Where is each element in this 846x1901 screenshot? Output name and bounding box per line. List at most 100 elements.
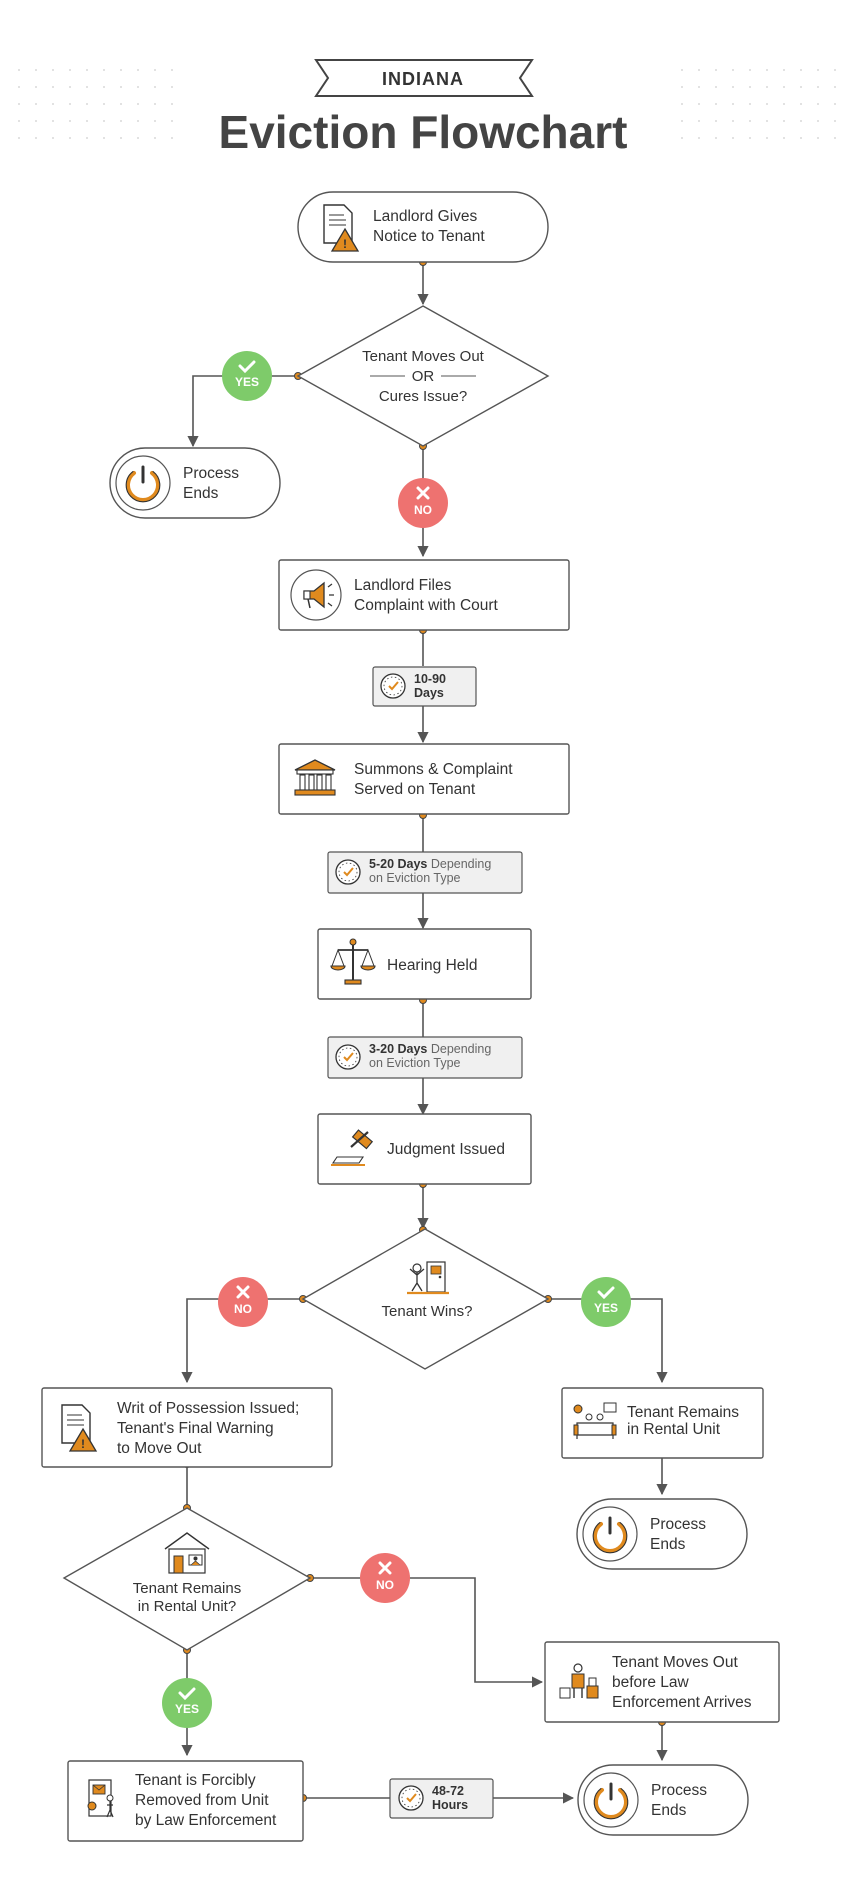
power-icon <box>125 465 161 503</box>
node-process-ends-3: Process Ends <box>577 1764 749 1836</box>
node-text: by Law Enforcement <box>135 1812 277 1829</box>
node-landlord-files-complaint: Landlord Files Complaint with Court <box>278 559 570 631</box>
svg-text:YES: YES <box>175 1702 199 1716</box>
power-icon <box>592 1516 628 1554</box>
node-process-ends-1: Process Ends <box>109 447 281 519</box>
node-moves-out-before-law-enforcement: Tenant Moves Out before Law Enforcement … <box>544 1641 780 1723</box>
dot-pattern-right <box>670 58 840 150</box>
yes-badge: YES <box>222 351 272 401</box>
svg-text:NO: NO <box>376 1578 394 1592</box>
timer-10-90-days: 10-90 Days <box>372 666 477 707</box>
living-room-icon <box>573 1402 617 1439</box>
node-text: Complaint with Court <box>354 597 499 614</box>
gavel-icon <box>331 1129 374 1166</box>
power-icon <box>593 1782 629 1820</box>
check-icon <box>597 1286 615 1300</box>
node-text: Tenant Remains <box>627 1404 739 1421</box>
clock-check-icon <box>335 859 361 885</box>
node-text: Notice to Tenant <box>373 228 485 245</box>
courthouse-icon <box>294 759 336 796</box>
decision-text: Tenant Moves Out <box>362 348 485 365</box>
document-warning-icon: ! <box>61 1404 98 1452</box>
node-text: Hearing Held <box>387 957 477 974</box>
state-label: INDIANA <box>382 69 464 89</box>
x-icon <box>236 1285 250 1299</box>
yes-badge: YES <box>162 1678 212 1728</box>
decision-text: Cures Issue? <box>379 388 467 405</box>
node-hearing-held: Hearing Held <box>317 928 532 1000</box>
svg-text:!: ! <box>343 237 347 251</box>
node-text: Ends <box>650 1536 686 1553</box>
svg-text:10-90: 10-90 <box>414 672 446 686</box>
node-forcibly-removed: Tenant is Forcibly Removed from Unit by … <box>67 1760 304 1842</box>
decision-text: Tenant Wins? <box>382 1303 473 1320</box>
node-text: Tenant's Final Warning <box>117 1420 274 1437</box>
node-text: Ends <box>183 485 219 502</box>
node-text: Removed from Unit <box>135 1792 269 1809</box>
check-icon <box>238 360 256 374</box>
clock-check-icon <box>335 1044 361 1070</box>
timer-3-20-days: 3-20 Days Depending on Eviction Type <box>327 1036 523 1079</box>
svg-text:YES: YES <box>594 1301 618 1315</box>
node-writ-of-possession: ! Writ of Possession Issued; Tenant's Fi… <box>41 1387 333 1468</box>
node-text: Tenant Moves Out <box>612 1654 738 1671</box>
node-text: Process <box>183 465 239 482</box>
no-badge: NO <box>218 1277 268 1327</box>
yes-badge: YES <box>581 1277 631 1327</box>
node-text: before Law <box>612 1674 689 1691</box>
svg-text:YES: YES <box>235 375 259 389</box>
person-boxes-icon <box>559 1663 599 1699</box>
svg-text:!: ! <box>81 1437 85 1451</box>
no-badge: NO <box>398 478 448 528</box>
timer-48-72-hours: 48-72 Hours <box>389 1778 494 1819</box>
svg-text:on Eviction Type: on Eviction Type <box>369 871 461 885</box>
node-text: Landlord Gives <box>373 208 478 225</box>
person-door-icon <box>407 1261 449 1295</box>
node-process-ends-2: Process Ends <box>576 1498 748 1570</box>
svg-text:5-20 Days Depending: 5-20 Days Depending <box>369 857 491 871</box>
page-title: Eviction Flowchart <box>219 106 628 158</box>
eviction-notice-door-icon <box>87 1779 114 1818</box>
node-text: Judgment Issued <box>387 1141 505 1158</box>
decision-tenant-remains: Tenant Remains in Rental Unit? <box>62 1507 312 1651</box>
node-text: Ends <box>651 1802 687 1819</box>
svg-text:3-20 Days Depending: 3-20 Days Depending <box>369 1042 491 1056</box>
house-icon <box>164 1532 210 1574</box>
decision-text: Tenant Remains <box>133 1580 241 1597</box>
node-landlord-gives-notice: ! Landlord Gives Notice to Tenant <box>297 191 549 263</box>
decision-moves-out-or-cures: Tenant Moves Out OR Cures Issue? <box>296 305 550 447</box>
timer-5-20-days: 5-20 Days Depending on Eviction Type <box>327 851 523 894</box>
node-text: Enforcement Arrives <box>612 1694 752 1711</box>
node-text: Writ of Possession Issued; <box>117 1400 299 1417</box>
svg-text:Days: Days <box>414 686 444 700</box>
node-judgment-issued: Judgment Issued <box>317 1113 532 1185</box>
x-icon <box>416 486 430 500</box>
node-text: Process <box>651 1782 707 1799</box>
node-text: Tenant is Forcibly <box>135 1772 256 1789</box>
x-icon <box>378 1561 392 1575</box>
svg-text:NO: NO <box>414 503 432 517</box>
node-text: Landlord Files <box>354 577 452 594</box>
document-warning-icon: ! <box>323 204 360 252</box>
clock-check-icon <box>380 673 406 699</box>
node-summons-served: Summons & Complaint Served on Tenant <box>278 743 570 815</box>
check-icon <box>178 1687 196 1701</box>
state-banner: INDIANA <box>314 59 534 97</box>
node-text: Summons & Complaint <box>354 761 513 778</box>
clock-check-icon <box>398 1785 424 1811</box>
node-tenant-remains-rental-unit: Tenant Remains in Rental Unit <box>561 1387 764 1459</box>
node-text: Process <box>650 1516 706 1533</box>
no-badge: NO <box>360 1553 410 1603</box>
dot-pattern-left <box>5 58 175 150</box>
decision-tenant-wins: Tenant Wins? <box>301 1228 550 1370</box>
svg-text:on Eviction Type: on Eviction Type <box>369 1056 461 1070</box>
svg-text:48-72: 48-72 <box>432 1784 464 1798</box>
node-text: Served on Tenant <box>354 781 476 798</box>
megaphone-icon <box>303 581 334 609</box>
node-text: to Move Out <box>117 1440 202 1457</box>
scales-icon <box>330 938 376 985</box>
decision-text: in Rental Unit? <box>138 1598 236 1615</box>
svg-text:Hours: Hours <box>432 1798 468 1812</box>
node-text: in Rental Unit <box>627 1421 721 1438</box>
